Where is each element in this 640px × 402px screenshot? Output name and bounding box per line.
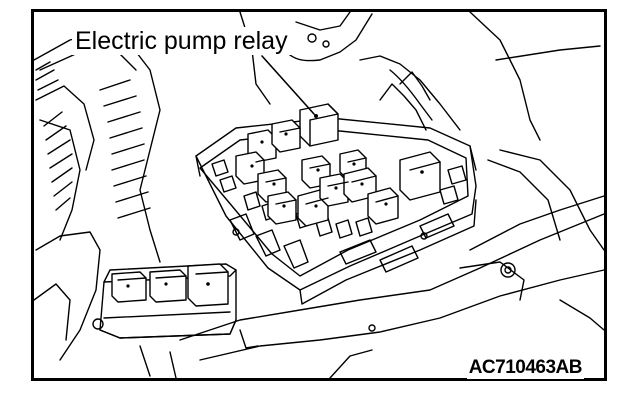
callout-leader <box>261 55 315 115</box>
lower-structures <box>92 149 605 379</box>
top-hoses <box>239 11 601 141</box>
electric-pump-relay-label: Electric pump relay <box>72 27 291 55</box>
figure-code: AC710463AB <box>466 357 584 379</box>
lower-relay-block <box>99 263 237 339</box>
relay-cluster <box>235 103 441 227</box>
electric-pump-relay <box>299 103 339 147</box>
